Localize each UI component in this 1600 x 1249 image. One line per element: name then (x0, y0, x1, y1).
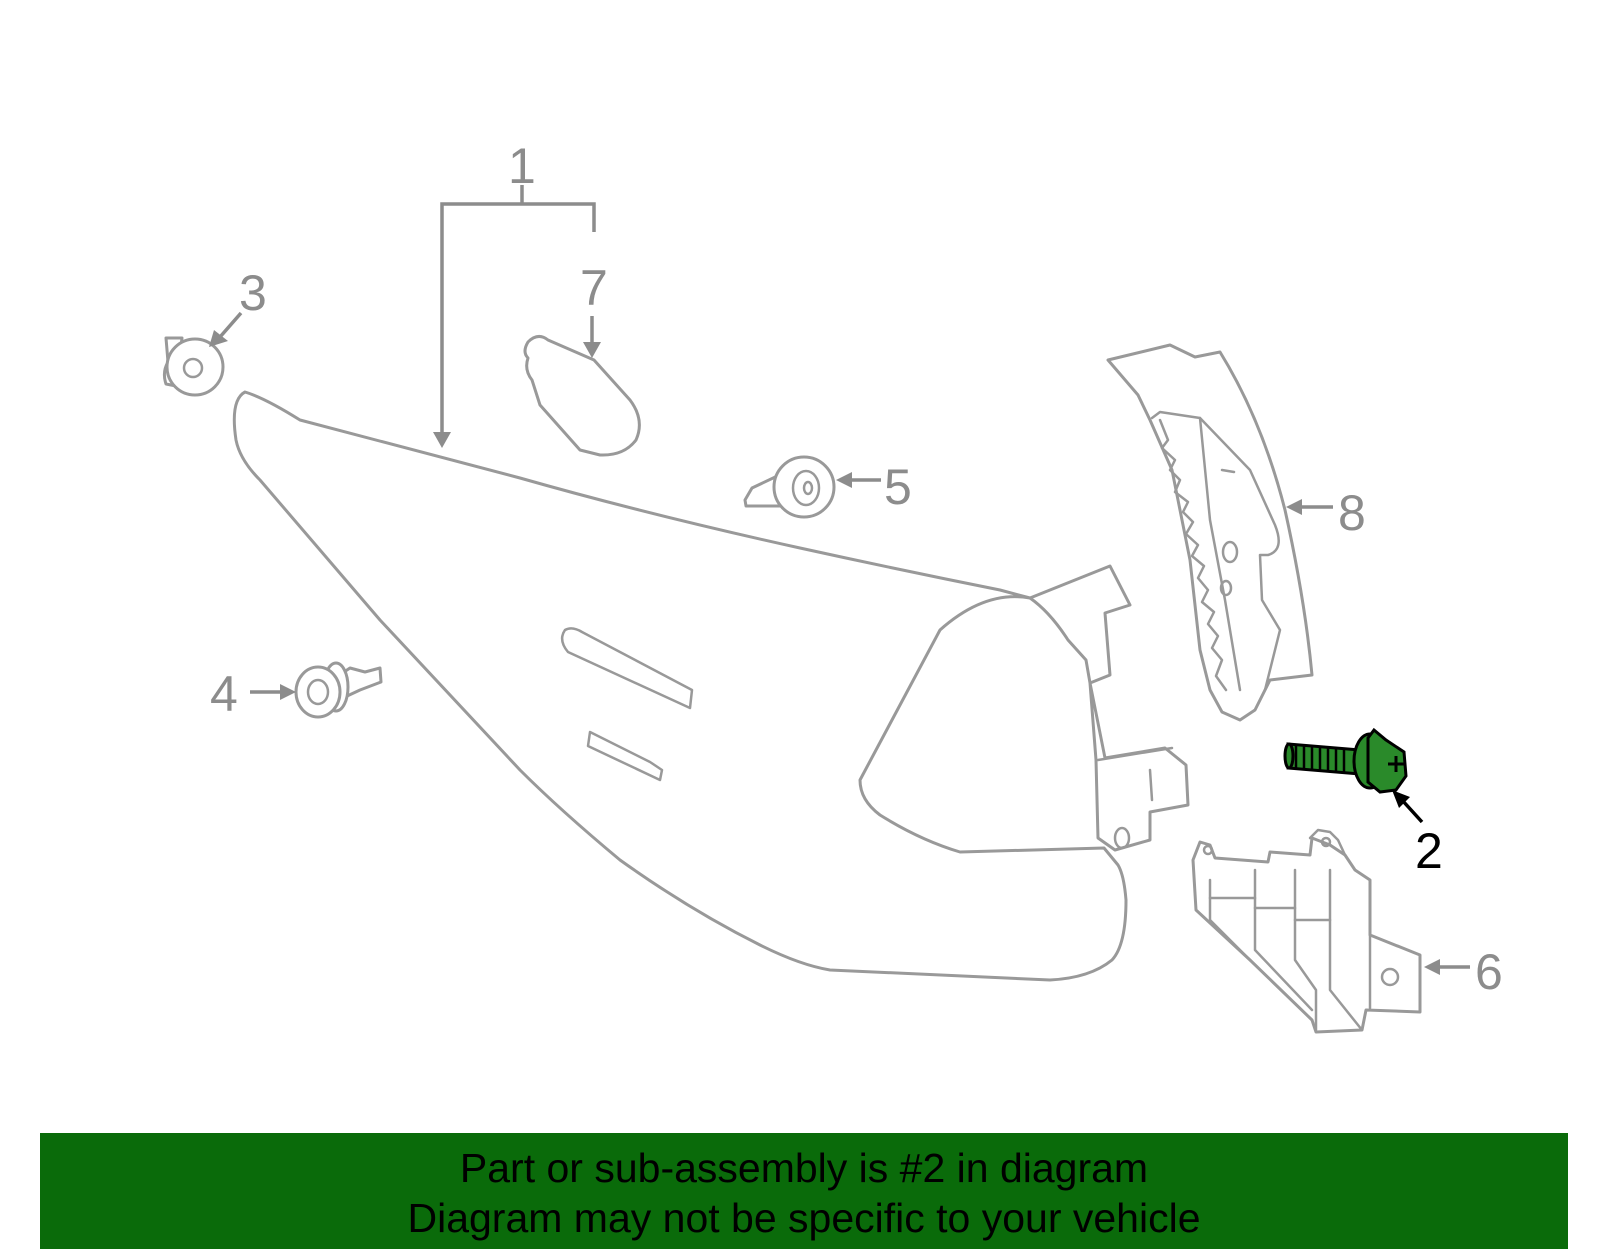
callout-5: 5 (884, 459, 912, 515)
grommet-part-3[interactable] (162, 336, 225, 397)
housing-part-8[interactable] (1106, 343, 1314, 722)
callout-3: 3 (239, 265, 267, 321)
callout-2: 2 (1415, 823, 1443, 879)
bolt-part-2[interactable] (1283, 727, 1408, 794)
bracket-part-6[interactable] (1191, 828, 1422, 1034)
bulb-part-7[interactable] (523, 335, 641, 457)
tail-lamp-assembly[interactable] (232, 390, 1190, 982)
grommet-part-5[interactable] (743, 455, 836, 519)
push-clip-part-4[interactable] (294, 661, 383, 719)
banner-line-1: Part or sub-assembly is #2 in diagram (459, 1145, 1149, 1191)
callout-4: 4 (210, 666, 238, 722)
callout-8: 8 (1338, 485, 1366, 541)
callout-6: 6 (1475, 944, 1503, 1000)
leader-lines (209, 185, 1470, 975)
info-banner: Part or sub-assembly is #2 in diagram Di… (40, 1133, 1568, 1249)
callout-1: 1 (508, 138, 536, 194)
banner-line-2: Diagram may not be specific to your vehi… (407, 1195, 1201, 1241)
callout-7: 7 (580, 260, 608, 316)
